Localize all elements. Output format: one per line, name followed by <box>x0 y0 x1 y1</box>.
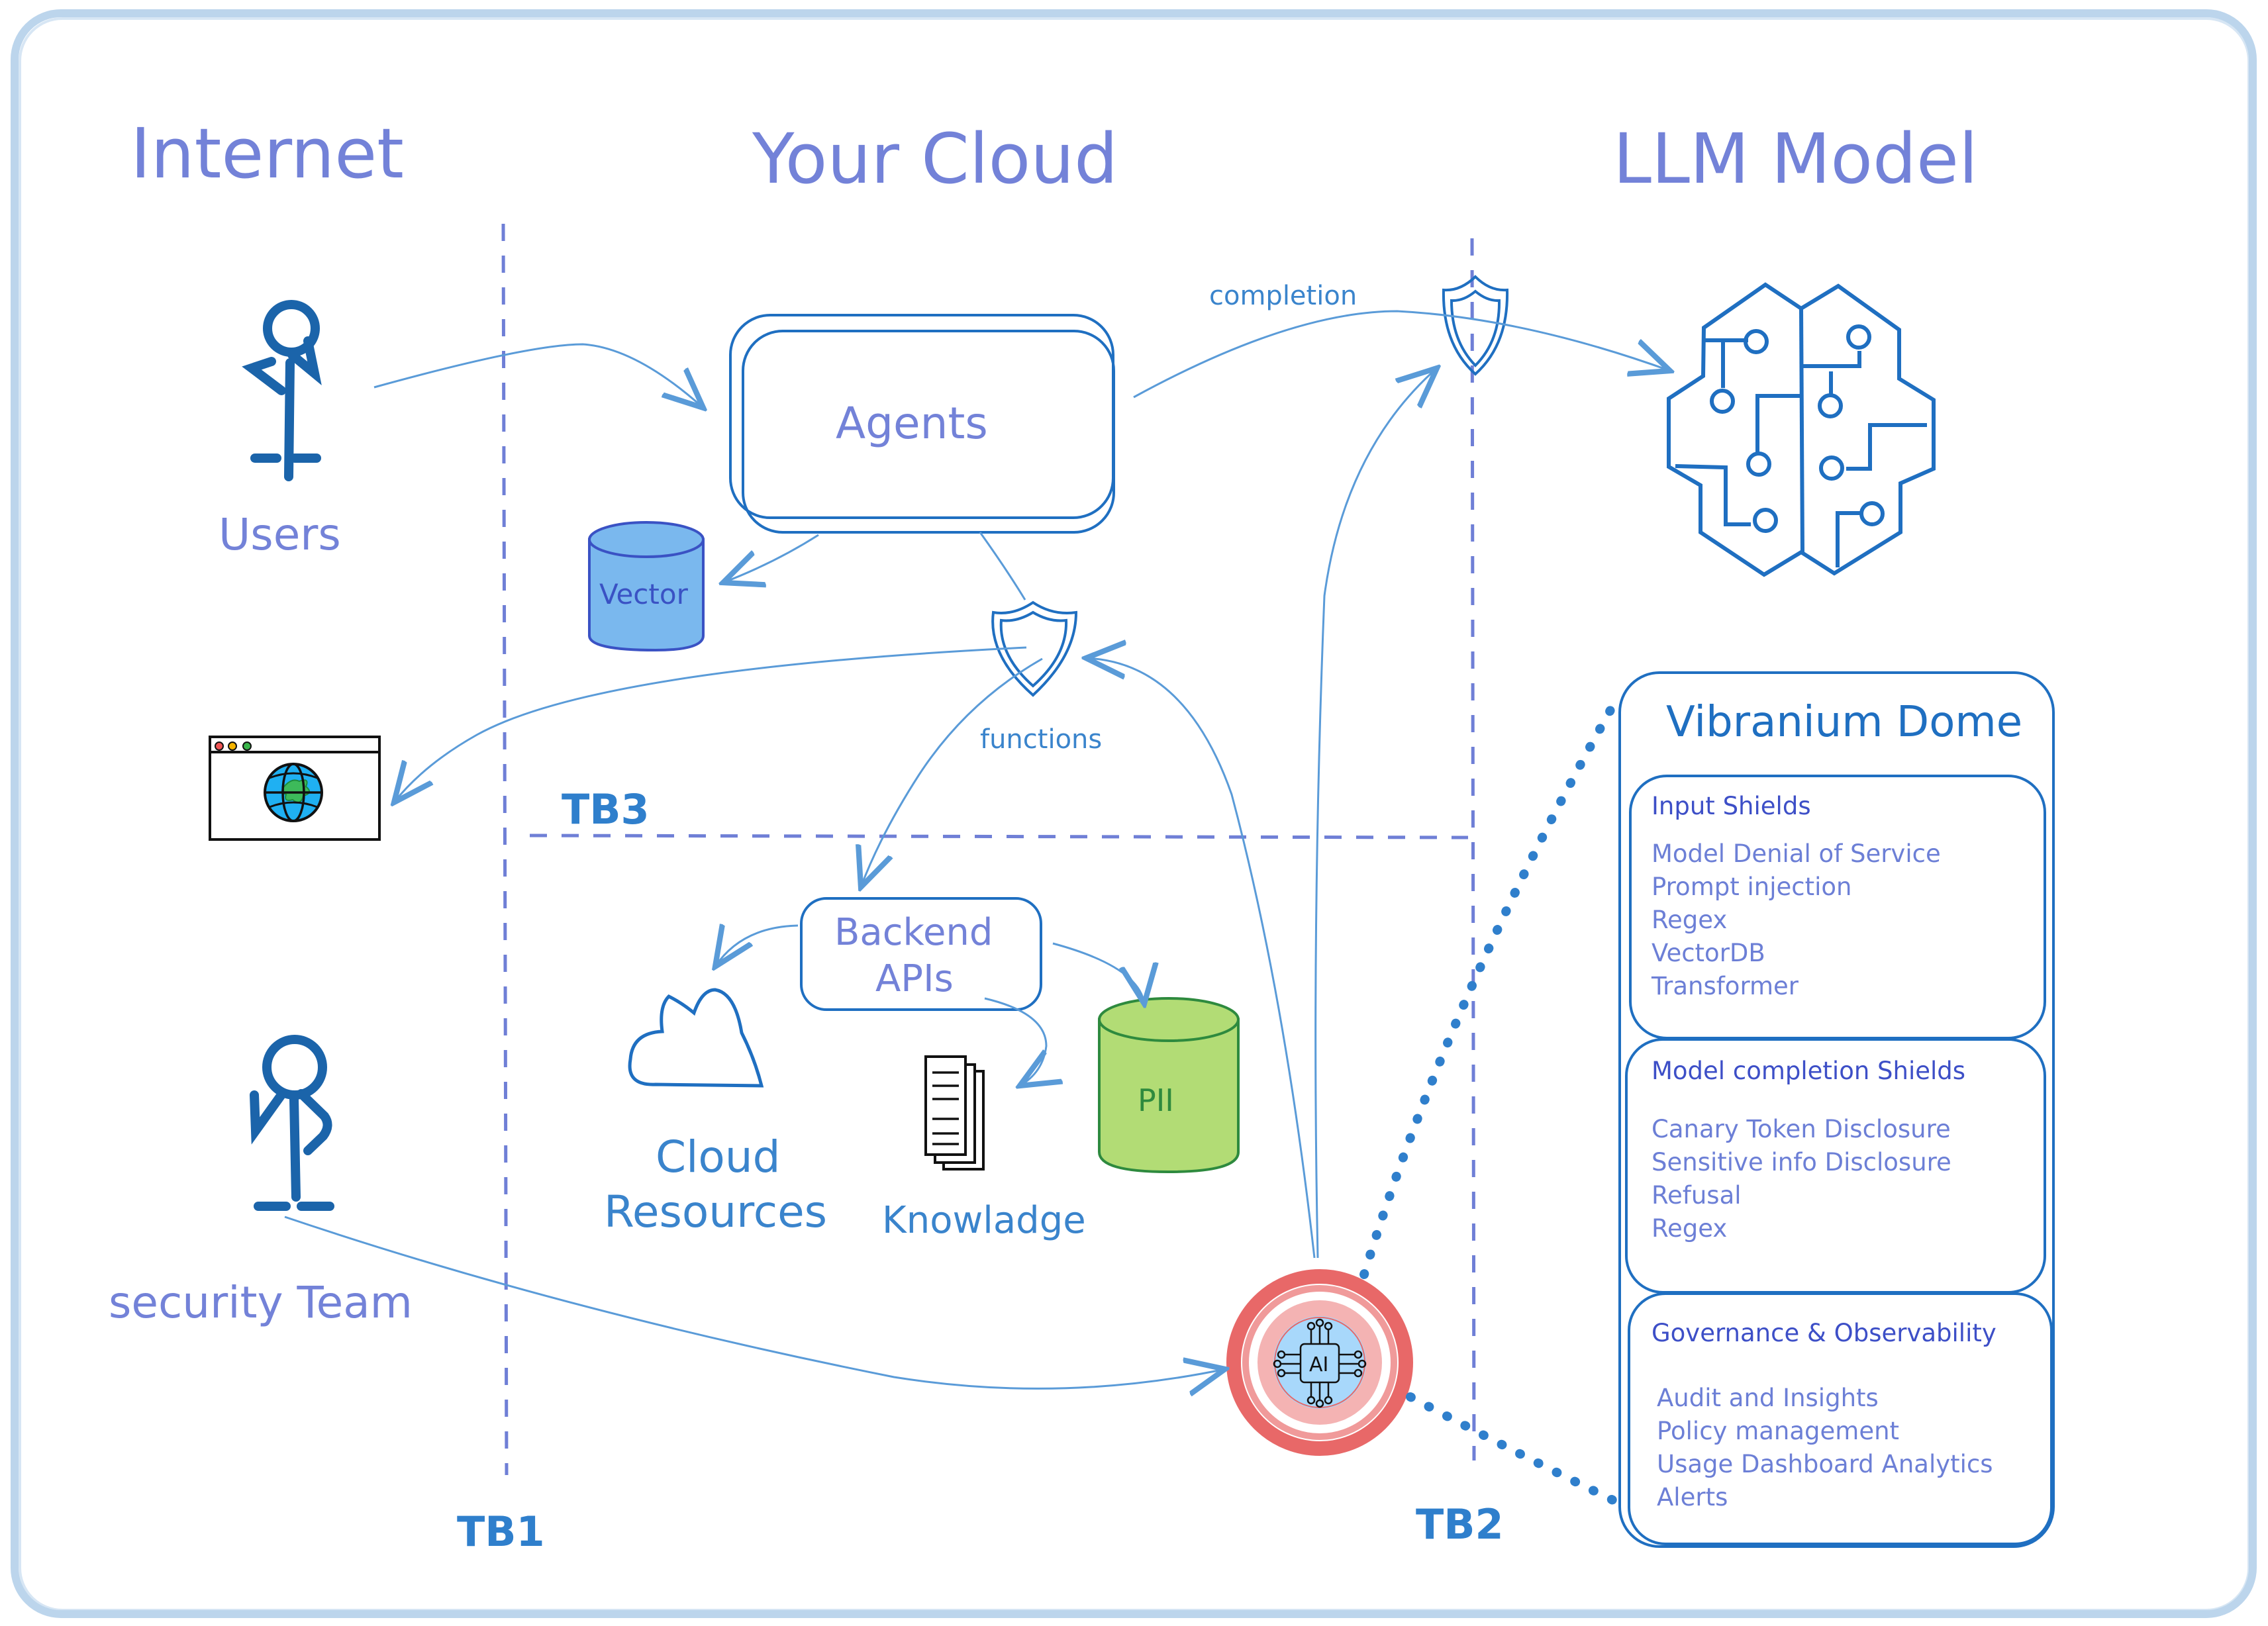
connector-dome-to-panel-bottom <box>1406 1392 1620 1506</box>
section-item: Prompt injection <box>1652 873 1852 901</box>
trust-boundary-tb1-line <box>501 223 509 1476</box>
governance-observability-section: Governance & Observability Audit and Ins… <box>1628 1292 2053 1545</box>
section-item: Canary Token Disclosure <box>1652 1115 1951 1143</box>
edge-dome-to-shield-functions <box>1086 658 1316 1259</box>
edge-backend-to-pii <box>1052 942 1144 1004</box>
backend-label-line1: Backend <box>834 911 993 954</box>
functions-shield-icon <box>991 600 1078 697</box>
section-item: Regex <box>1652 906 1727 934</box>
trust-boundary-tb2-label: TB2 <box>1416 1500 1504 1549</box>
cloud-label-line2: Resources <box>604 1186 827 1237</box>
section-title: Model completion Shields <box>1652 1057 1965 1085</box>
zone-title-your-cloud: Your Cloud <box>752 119 1118 199</box>
section-item: Regex <box>1652 1214 1727 1243</box>
edge-backend-to-knowledge <box>984 997 1046 1086</box>
cloud-label-line1: Cloud <box>656 1131 781 1182</box>
users-label: Users <box>219 509 341 560</box>
cloud-resources-node[interactable]: Cloud Resources <box>604 988 827 1237</box>
vibranium-dome-panel: Vibranium Dome Input Shields Model Denia… <box>1618 671 2055 1548</box>
trust-boundary-tb1-label: TB1 <box>457 1507 545 1556</box>
section-item: Usage Dashboard Analytics <box>1657 1450 1993 1478</box>
trust-boundary-tb3-label: TB3 <box>562 785 650 834</box>
edge-backend-to-cloud <box>715 926 799 967</box>
edge-shield-to-browser <box>394 646 1027 802</box>
completion-shield-icon <box>1442 275 1509 376</box>
input-shields-section: Input Shields Model Denial of Service Pr… <box>1629 775 2046 1039</box>
knowledge-docs-icon[interactable]: Knowladge <box>882 1055 1086 1242</box>
section-title: Governance & Observability <box>1652 1319 1997 1347</box>
functions-label: functions <box>980 724 1102 755</box>
ai-chip-label: AI <box>1309 1353 1328 1376</box>
knowledge-label: Knowladge <box>882 1199 1086 1242</box>
pii-label: PII <box>1138 1082 1174 1118</box>
model-completion-shields-section: Model completion Shields Canary Token Di… <box>1625 1038 2046 1294</box>
ai-chip-icon <box>1273 1318 1367 1408</box>
backend-apis-node[interactable]: Backend APIs <box>800 897 1042 1011</box>
llm-brain-icon <box>1667 282 1936 577</box>
edge-users-to-agents <box>373 343 703 408</box>
browser-window-icon <box>209 736 381 841</box>
section-item: VectorDB <box>1652 939 1765 967</box>
edge-dome-to-shield-completion <box>1314 368 1437 1259</box>
trust-boundary-tb2-line <box>1470 238 1476 1461</box>
edge-agents-to-llm <box>1133 310 1670 399</box>
vibranium-dome-title: Vibranium Dome <box>1666 698 2022 747</box>
security-team-figure-icon <box>250 1035 334 1211</box>
zone-title-internet: Internet <box>130 113 404 194</box>
section-item: Refusal <box>1652 1181 1742 1210</box>
vibranium-dome-node[interactable]: AI <box>1226 1269 1413 1456</box>
edge-agents-to-vector <box>723 534 819 583</box>
users-figure-icon <box>242 300 322 481</box>
edge-security-to-dome <box>284 1216 1225 1388</box>
section-title: Input Shields <box>1652 792 1811 820</box>
completion-label: completion <box>1209 281 1357 311</box>
backend-label-line2: APIs <box>875 957 954 1000</box>
vector-db-node[interactable]: Vector <box>588 521 705 652</box>
section-item: Alerts <box>1657 1483 1728 1511</box>
agents-node[interactable]: Agents <box>729 314 1115 534</box>
section-item: Audit and Insights <box>1657 1384 1879 1412</box>
edge-shield-to-backend <box>861 657 1043 887</box>
connector-dome-to-panel-top <box>1359 698 1619 1279</box>
edge-agents-to-shield <box>979 532 1026 600</box>
pii-db-node[interactable]: PII <box>1098 997 1240 1174</box>
security-team-label: security Team <box>109 1277 413 1328</box>
section-item: Sensitive info Disclosure <box>1652 1148 1951 1176</box>
agents-label: Agents <box>836 398 988 449</box>
section-item: Model Denial of Service <box>1652 839 1941 868</box>
canvas-frame <box>11 9 2257 1618</box>
zone-title-llm-model: LLM Model <box>1613 119 1978 199</box>
vector-label: Vector <box>599 578 689 610</box>
section-item: Policy management <box>1657 1417 1899 1445</box>
trust-boundary-tb3-line <box>529 834 1469 839</box>
section-item: Transformer <box>1651 972 1799 1000</box>
